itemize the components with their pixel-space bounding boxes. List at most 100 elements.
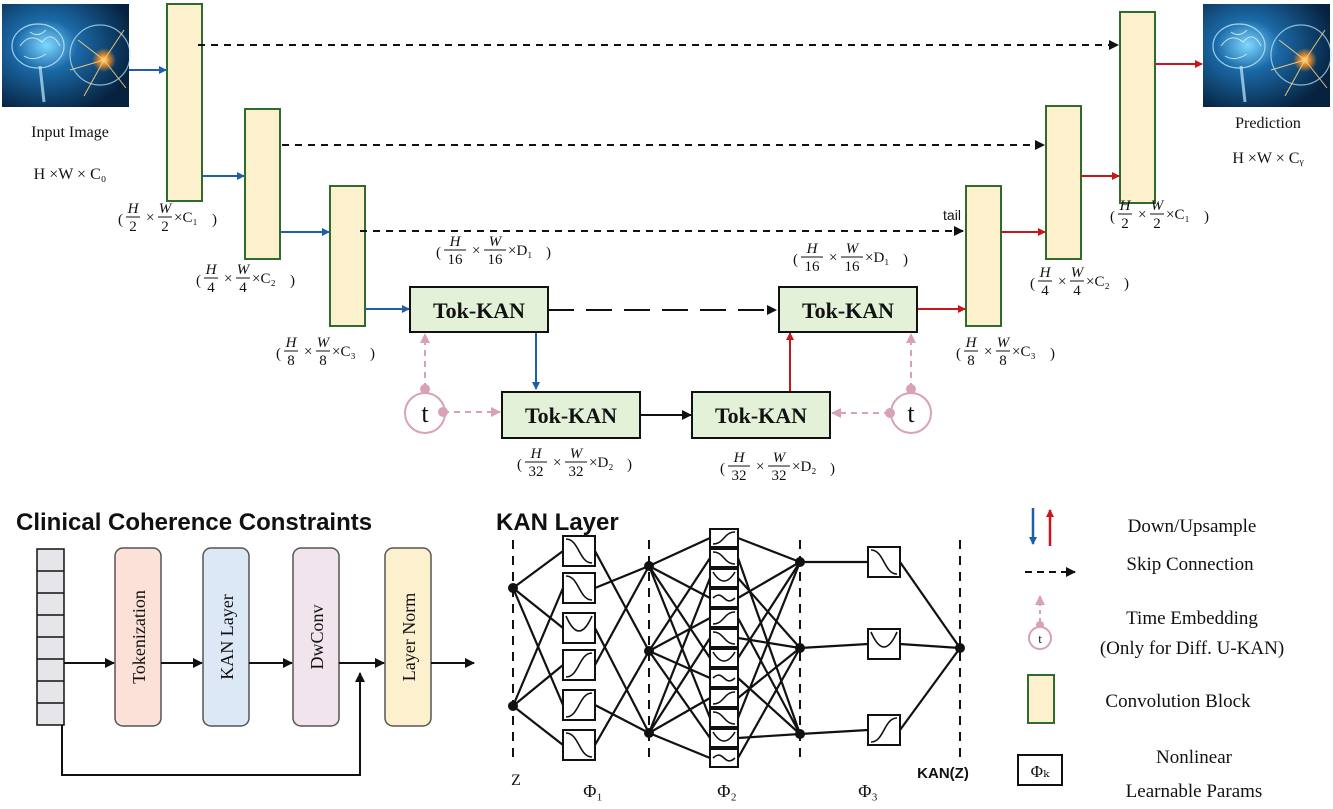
dim-text: 8 bbox=[287, 353, 295, 369]
dim-text: ( bbox=[1030, 276, 1035, 292]
kan-output-label: KAN(Z) bbox=[917, 765, 969, 782]
ccc-title: Clinical Coherence Constraints bbox=[16, 509, 372, 536]
legend-conv-icon bbox=[1027, 674, 1055, 724]
ccc-block-label: KAN Layer bbox=[217, 594, 237, 679]
kan-edge bbox=[737, 647, 801, 699]
dim-text: H bbox=[530, 446, 543, 462]
kan-phi3-label: Φ₃ bbox=[858, 781, 877, 801]
dim-text: ) bbox=[1124, 276, 1129, 292]
kan-edge bbox=[736, 557, 802, 735]
dim-text: 16 bbox=[448, 252, 464, 268]
tokkan-label: Tok-KAN bbox=[433, 298, 525, 323]
tokkan-block-bottleneck-2: Tok-KAN bbox=[691, 391, 831, 439]
kan-edge bbox=[737, 577, 801, 649]
kan-edge bbox=[648, 565, 711, 659]
phi-curve bbox=[712, 531, 736, 545]
kan-edge bbox=[899, 642, 961, 650]
kan-edge bbox=[648, 731, 711, 760]
kan-node bbox=[795, 643, 805, 653]
dim-text: ( bbox=[196, 273, 201, 289]
decoder-conv-block-2 bbox=[1045, 105, 1082, 260]
phi-curve bbox=[565, 575, 593, 601]
legend-conv-label: Convolution Block bbox=[1105, 691, 1251, 712]
dim-text: 8 bbox=[319, 353, 327, 369]
dim-text: W bbox=[997, 335, 1011, 351]
kan-node bbox=[508, 701, 518, 711]
dim-text: ×C₃ bbox=[1012, 344, 1036, 360]
dim-text: H bbox=[1039, 265, 1052, 281]
dim-text: ) bbox=[546, 245, 551, 261]
kan-node bbox=[644, 728, 654, 738]
kan-node bbox=[644, 646, 654, 656]
kan-edge bbox=[648, 697, 711, 734]
kan-edge bbox=[799, 642, 869, 650]
phi-curve bbox=[712, 674, 736, 682]
kan-edge bbox=[594, 564, 650, 590]
legend: Down/Upsample Skip Connection t Time Emb… bbox=[1017, 508, 1284, 802]
legend-phi-symbol: Φₖ bbox=[1031, 762, 1050, 781]
dim-text: 2 bbox=[1121, 216, 1129, 232]
dim-text: ) bbox=[627, 457, 632, 473]
kan-edge bbox=[736, 561, 802, 719]
encoder-conv-block-1 bbox=[166, 3, 203, 202]
phi-function-box bbox=[709, 728, 739, 748]
encoder-conv-block-3 bbox=[329, 185, 366, 327]
dim-text: × bbox=[829, 250, 837, 266]
phi-curve bbox=[565, 652, 593, 678]
ccc-block-label: Tokenization bbox=[129, 590, 149, 684]
kan-edge bbox=[737, 636, 801, 650]
phi-function-box bbox=[562, 729, 596, 761]
dim-text: × bbox=[553, 455, 561, 471]
legend-time-label-1: Time Embedding bbox=[1126, 608, 1258, 629]
dim-text: H bbox=[285, 335, 298, 351]
downsample-arrows bbox=[129, 66, 540, 390]
dims-enc1: (H2×W2×C₁) bbox=[118, 201, 217, 235]
ccc-tokenization-block: Tokenization bbox=[114, 547, 162, 727]
ccc-block-label: DwConv bbox=[307, 604, 327, 669]
upsample-arrows bbox=[786, 60, 1203, 391]
dim-text: ×D₂ bbox=[792, 459, 817, 475]
dim-text: W bbox=[317, 335, 331, 351]
phi-function-box bbox=[867, 628, 901, 660]
ccc-block-label: Layer Norm bbox=[399, 593, 419, 681]
time-embedding-left: t bbox=[404, 333, 501, 434]
kan-edge bbox=[512, 550, 564, 589]
dim-text: ×C₃ bbox=[332, 344, 356, 360]
time-symbol: t bbox=[421, 399, 429, 428]
dim-text: ×D₂ bbox=[589, 455, 614, 471]
dim-text: ( bbox=[276, 346, 281, 362]
dim-text: H bbox=[965, 335, 978, 351]
phi-function-box bbox=[562, 689, 596, 721]
legend-skip-label: Skip Connection bbox=[1126, 554, 1254, 575]
kan-node bbox=[795, 729, 805, 739]
legend-nonlinear-label-1: Nonlinear bbox=[1156, 747, 1233, 768]
dim-text: ( bbox=[793, 252, 798, 268]
ccc-arrows bbox=[61, 658, 475, 776]
dim-text: ×C₂ bbox=[1086, 274, 1110, 290]
legend-down-up-label: Down/Upsample bbox=[1128, 516, 1257, 537]
legend-phi-icon bbox=[1017, 754, 1063, 786]
dim-text: ×C₂ bbox=[252, 271, 276, 287]
phi-curve bbox=[712, 651, 736, 662]
time-embedding-right: t bbox=[831, 333, 932, 434]
legend-time-label-2: (Only for Diff. U-KAN) bbox=[1100, 638, 1284, 659]
dims-dec3: (H8×W8×C₃) bbox=[956, 335, 1055, 369]
dim-text: W bbox=[489, 234, 503, 250]
phi-curve bbox=[565, 615, 593, 632]
tokkan-block-decoder: Tok-KAN bbox=[778, 286, 918, 333]
prediction-dims: H ×W × Cᵧ bbox=[1232, 150, 1304, 167]
kan-edge bbox=[737, 732, 801, 740]
tokkan-label: Tok-KAN bbox=[525, 403, 617, 428]
dim-text: H bbox=[806, 241, 819, 257]
kan-edge bbox=[512, 705, 564, 746]
kan-edge bbox=[899, 647, 961, 731]
phi-curve bbox=[712, 711, 736, 725]
kan-dashed-dividers bbox=[512, 540, 961, 760]
dim-text: 4 bbox=[1041, 283, 1049, 299]
dims-dec1: (H2×W2×C₁) bbox=[1110, 198, 1209, 232]
phi-function-box bbox=[709, 648, 739, 668]
kan-edge bbox=[594, 704, 650, 734]
dims-enc2: (H4×W4×C₂) bbox=[196, 262, 295, 296]
dim-text: 16 bbox=[845, 259, 861, 275]
time-symbol: t bbox=[907, 399, 915, 428]
